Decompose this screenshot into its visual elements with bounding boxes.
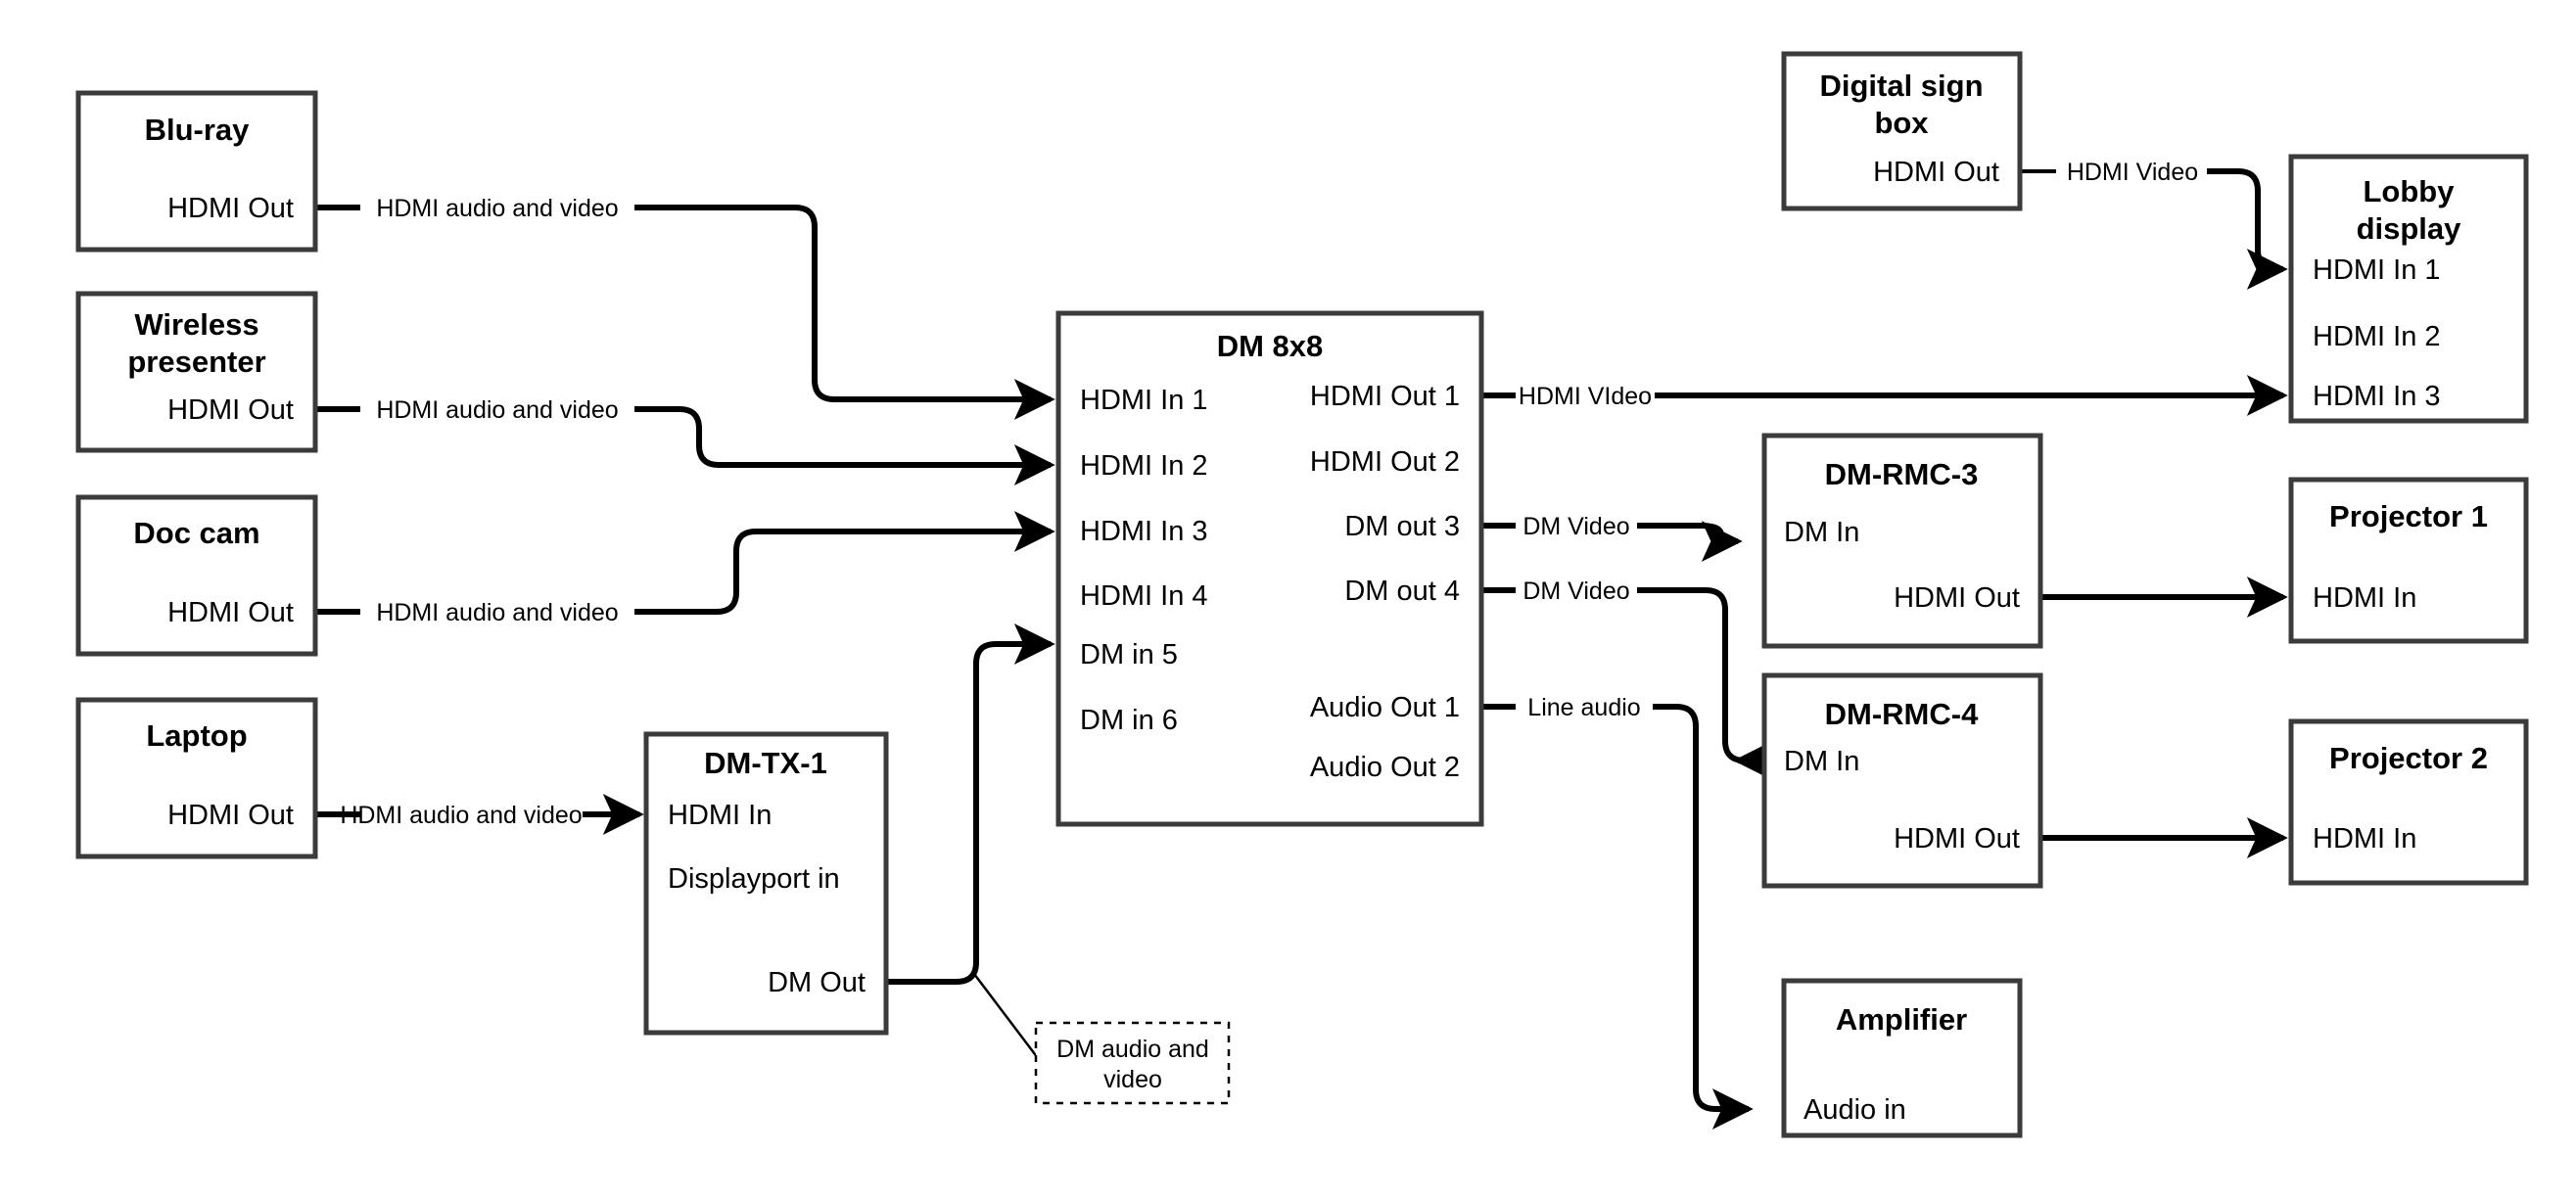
node-amplifier[interactable]: Amplifier Audio in: [1781, 978, 2023, 1138]
node-lobby-display[interactable]: Lobby display HDMI In 1 HDMI In 2 HDMI I…: [2288, 154, 2529, 424]
edge-label-wireless: HDMI audio and video: [376, 396, 618, 424]
laptop-port-hdmi-out: HDMI Out: [167, 800, 294, 831]
projector-1-title: Projector 1: [2329, 499, 2488, 533]
callout-line-1: DM audio and: [1056, 1036, 1209, 1063]
dm-8x8-title: DM 8x8: [1217, 329, 1324, 363]
node-wireless-presenter[interactable]: Wireless presenter HDMI Out: [75, 291, 318, 453]
wireless-presenter-title-line-2: presenter: [127, 345, 265, 379]
node-blu-ray[interactable]: Blu-ray HDMI Out: [75, 90, 318, 253]
node-dm-tx-1[interactable]: DM-TX-1 HDMI In Displayport in DM Out: [643, 731, 889, 1036]
projector-1-port-hdmi-in: HDMI In: [2313, 582, 2416, 614]
edge-label-dm-video-3: DM Video: [1522, 513, 1629, 540]
dm-8x8-port-hdmi-in-3: HDMI In 3: [1080, 516, 1208, 547]
edge-label-line-audio: Line audio: [1527, 694, 1640, 721]
digital-sign-box-title-line-1: Digital sign: [1819, 69, 1983, 103]
dm-rmc-3-port-dm-in: DM In: [1784, 517, 1859, 548]
dm-8x8-port-dm-out-3: DM out 3: [1344, 511, 1460, 542]
dm-8x8-port-hdmi-out-2: HDMI Out 2: [1310, 446, 1460, 478]
dm-8x8-port-dm-out-4: DM out 4: [1344, 576, 1460, 607]
edge-label-blu-ray: HDMI audio and video: [376, 195, 618, 222]
blu-ray-port-hdmi-out: HDMI Out: [167, 193, 294, 224]
edge-hdmi-out-1-to-lobby-in-3: HDMI VIdeo: [1481, 375, 2288, 416]
digital-sign-box-port-hdmi-out: HDMI Out: [1873, 157, 1999, 188]
dm-rmc-3-title: DM-RMC-3: [1825, 457, 1979, 491]
doc-cam-port-hdmi-out: HDMI Out: [167, 597, 294, 628]
doc-cam-title: Doc cam: [133, 516, 259, 550]
projector-2-title: Projector 2: [2329, 741, 2488, 775]
edge-label-laptop: HDMI audio and video: [340, 802, 582, 829]
edge-sign-box-to-lobby-in-1: HDMI Video: [2020, 159, 2288, 290]
blu-ray-title: Blu-ray: [145, 113, 251, 147]
edge-dm-tx-1-to-dm-in-5: [886, 624, 1055, 985]
lobby-display-port-hdmi-in-2: HDMI In 2: [2313, 321, 2441, 352]
dm-8x8-port-audio-out-1: Audio Out 1: [1310, 692, 1460, 723]
edge-blu-ray-to-dm-in-1: HDMI audio and video: [315, 195, 1055, 420]
dm-8x8-port-dm-in-6: DM in 6: [1080, 705, 1178, 736]
dm-8x8-port-hdmi-in-4: HDMI In 4: [1080, 580, 1208, 612]
callout-leader-line: [973, 973, 1042, 1063]
node-doc-cam[interactable]: Doc cam HDMI Out: [75, 494, 318, 657]
dm-tx-1-port-dm-out: DM Out: [768, 967, 866, 998]
laptop-title: Laptop: [146, 718, 247, 753]
edge-label-dm-video-4: DM Video: [1522, 577, 1629, 605]
dm-rmc-4-port-hdmi-out: HDMI Out: [1894, 823, 2020, 855]
edge-audio-out-1-to-amplifier: Line audio: [1481, 694, 1754, 1130]
node-digital-sign-box[interactable]: Digital sign box HDMI Out: [1781, 51, 2023, 211]
node-dm-rmc-4[interactable]: DM-RMC-4 DM In HDMI Out: [1761, 672, 2043, 889]
dm-rmc-4-port-dm-in: DM In: [1784, 746, 1859, 777]
dm-8x8-port-audio-out-2: Audio Out 2: [1310, 752, 1460, 783]
lobby-display-port-hdmi-in-1: HDMI In 1: [2313, 254, 2441, 286]
edge-dm-out-4-to-rmc-4: DM Video: [1481, 577, 1775, 781]
dm-tx-1-port-displayport-in: Displayport in: [668, 863, 840, 895]
dm-rmc-4-title: DM-RMC-4: [1825, 697, 1979, 731]
node-laptop[interactable]: Laptop HDMI Out: [75, 697, 318, 859]
callout-line-2: video: [1103, 1066, 1162, 1093]
edge-wireless-to-dm-in-2: HDMI audio and video: [315, 396, 1055, 485]
lobby-display-title-line-2: display: [2357, 211, 2462, 246]
wireless-presenter-title-line-1: Wireless: [134, 307, 258, 342]
lobby-display-port-hdmi-in-3: HDMI In 3: [2313, 381, 2441, 412]
dm-8x8-port-hdmi-out-1: HDMI Out 1: [1310, 381, 1460, 412]
dm-8x8-port-hdmi-in-1: HDMI In 1: [1080, 385, 1208, 416]
callout-dm-audio-and-video: DM audio and video: [1034, 1021, 1231, 1105]
node-dm-rmc-3[interactable]: DM-RMC-3 DM In HDMI Out: [1761, 433, 2043, 649]
node-projector-2[interactable]: Projector 2 HDMI In: [2288, 718, 2529, 886]
edge-label-hdmi-video-dm: HDMI VIdeo: [1519, 383, 1652, 410]
dm-rmc-3-port-hdmi-out: HDMI Out: [1894, 582, 2020, 614]
node-projector-1[interactable]: Projector 1 HDMI In: [2288, 477, 2529, 644]
edge-label-doc-cam: HDMI audio and video: [376, 599, 618, 626]
dm-8x8-port-dm-in-5: DM in 5: [1080, 639, 1178, 670]
node-dm-8x8[interactable]: DM 8x8 HDMI In 1 HDMI In 2 HDMI In 3 HDM…: [1055, 310, 1484, 827]
projector-2-port-hdmi-in: HDMI In: [2313, 823, 2416, 855]
dm-tx-1-title: DM-TX-1: [704, 746, 827, 780]
edge-label-hdmi-video-sign: HDMI Video: [2067, 159, 2198, 186]
edge-doc-cam-to-dm-in-3: HDMI audio and video: [315, 511, 1055, 626]
lobby-display-title-line-1: Lobby: [2364, 174, 2456, 208]
amplifier-title: Amplifier: [1836, 1002, 1967, 1037]
edge-laptop-to-dm-tx-1: HDMI audio and video: [315, 794, 644, 835]
digital-sign-box-title-line-2: box: [1874, 106, 1929, 140]
dm-8x8-port-hdmi-in-2: HDMI In 2: [1080, 450, 1208, 482]
dm-tx-1-port-hdmi-in: HDMI In: [668, 800, 772, 831]
amplifier-port-audio-in: Audio in: [1803, 1094, 1906, 1126]
edge-dm-out-3-to-rmc-3: DM Video: [1481, 513, 1743, 562]
wireless-presenter-port-hdmi-out: HDMI Out: [167, 394, 294, 426]
